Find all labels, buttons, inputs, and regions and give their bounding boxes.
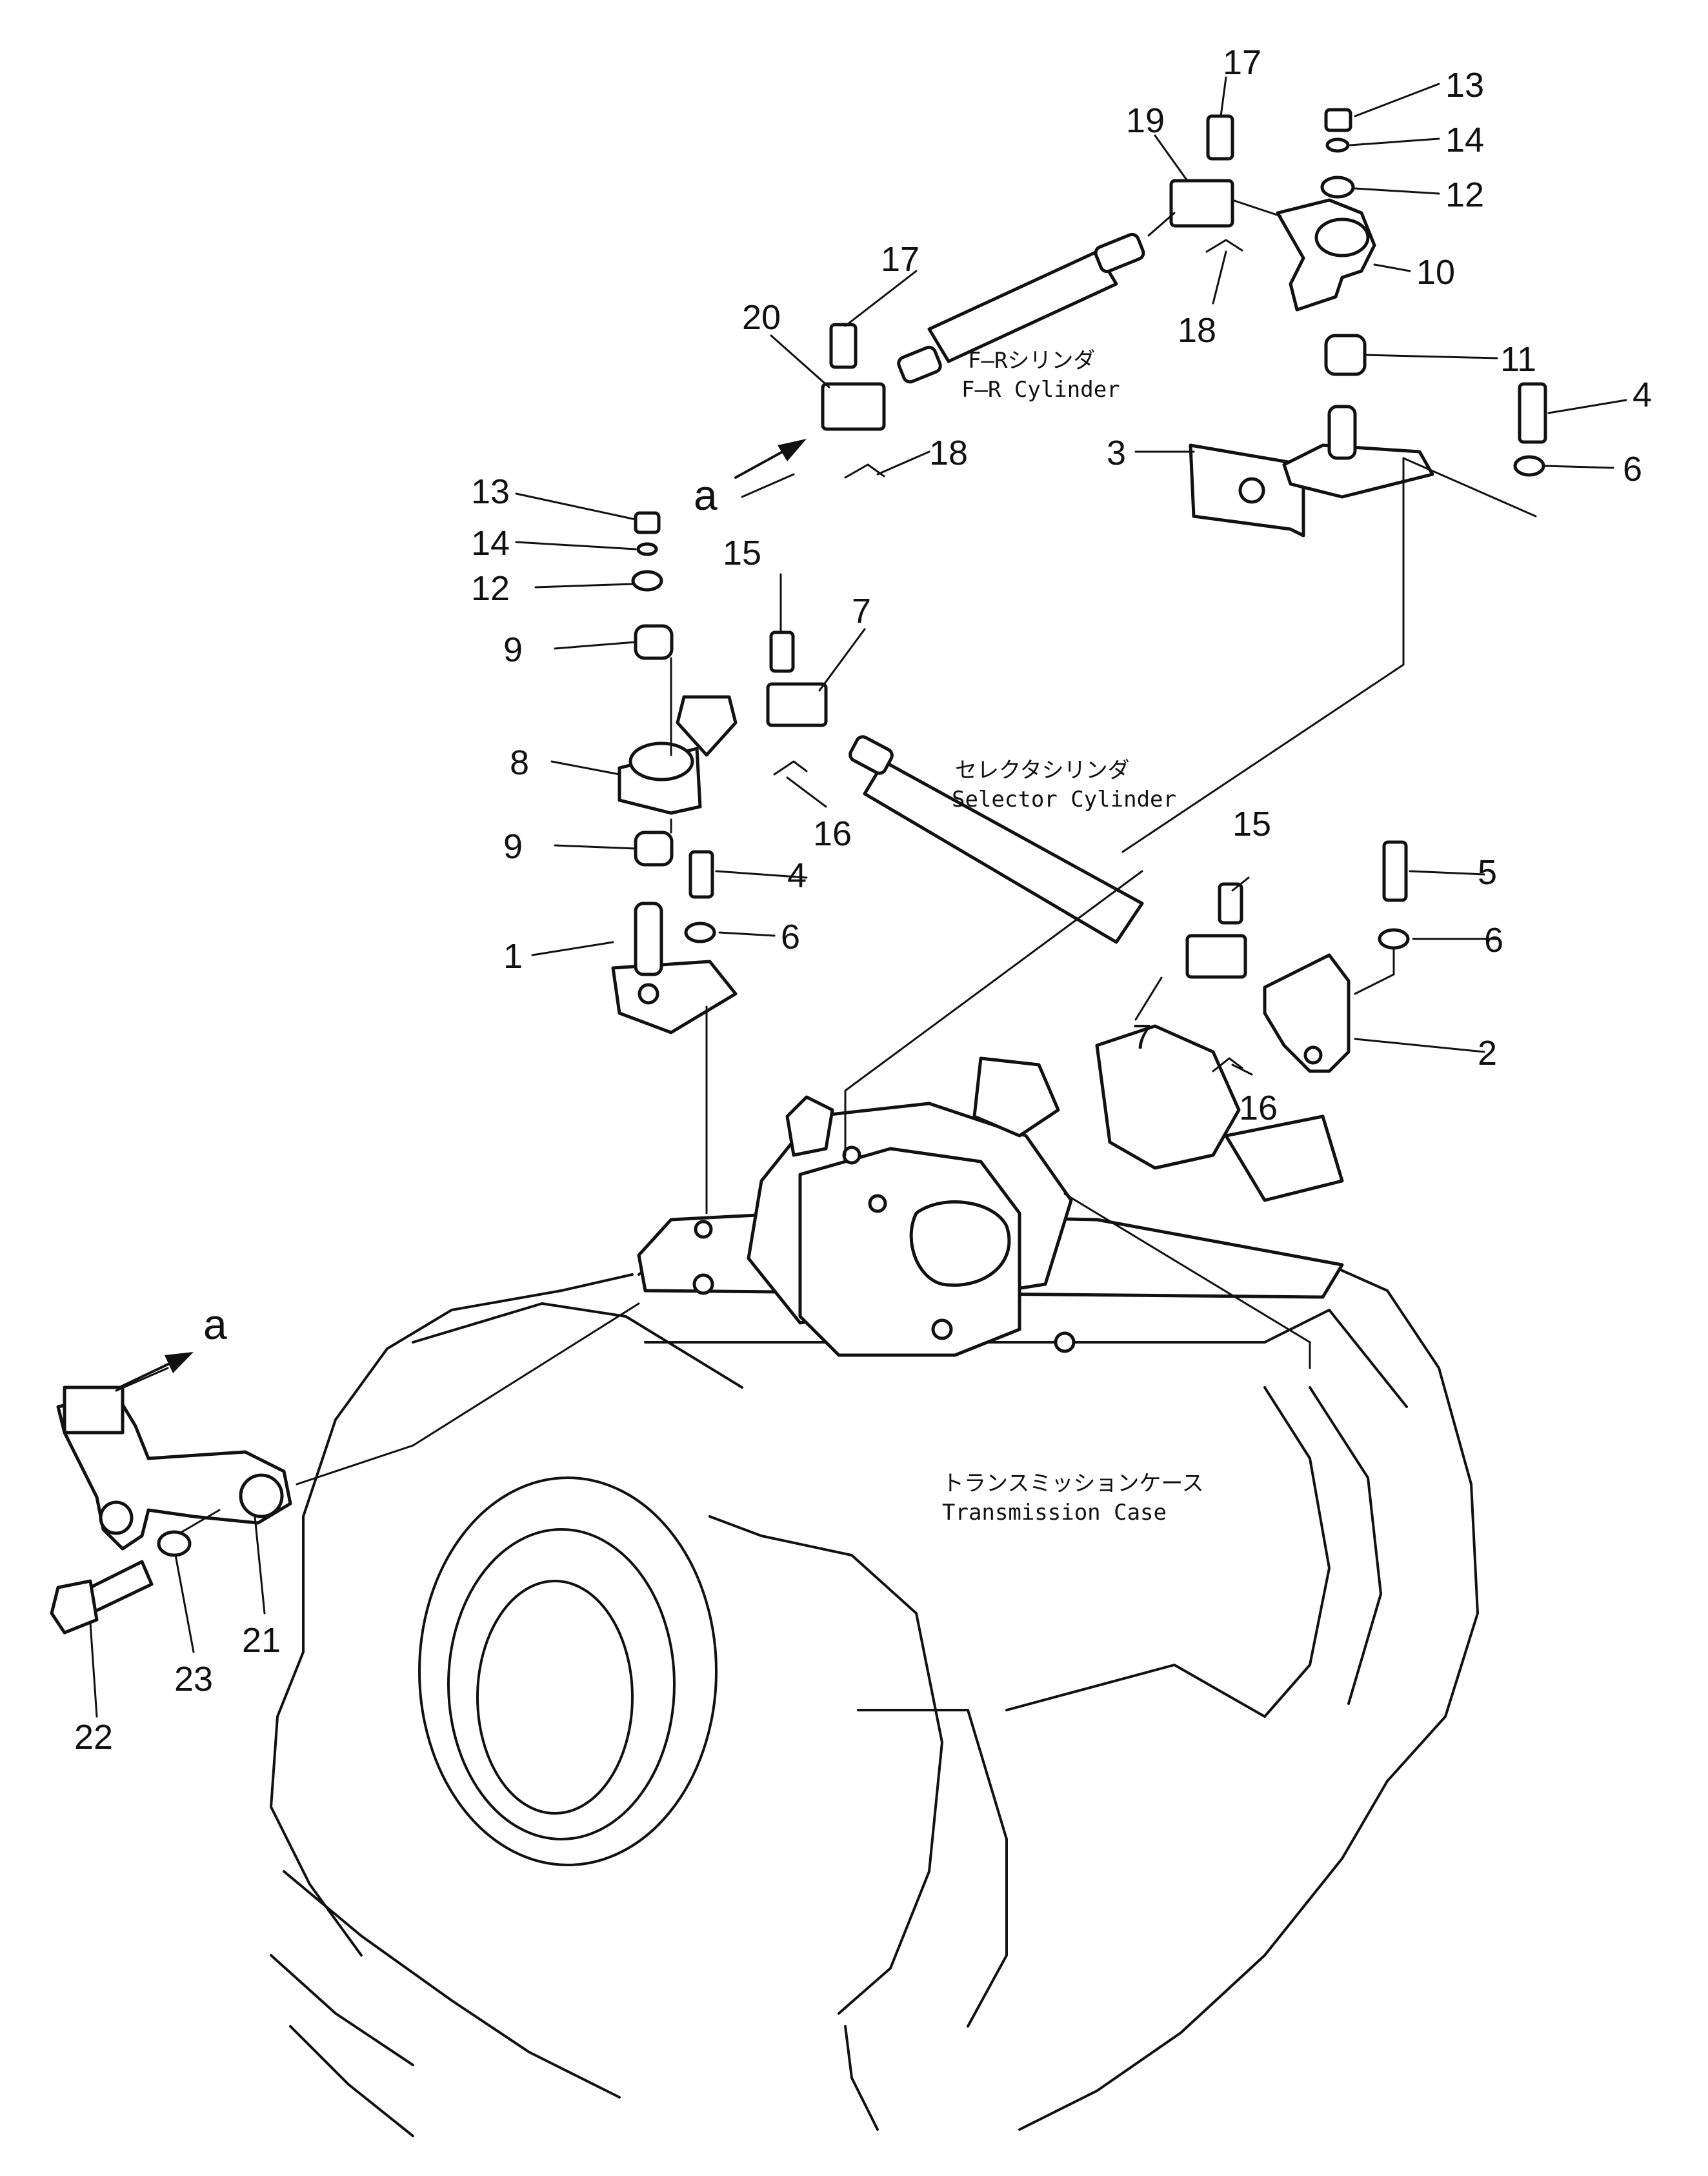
callout-13-left: 13	[471, 472, 510, 511]
cotter-pin-18-left	[844, 463, 885, 479]
fr-cylinder-caption-en: F—R Cylinder	[961, 377, 1120, 403]
bolt-4-lower	[688, 850, 714, 899]
callout-14-left: 14	[471, 524, 510, 563]
callout-17-left: 17	[881, 240, 919, 279]
bushing-9-upper	[634, 624, 674, 660]
callout-6-upper: 6	[1623, 450, 1642, 489]
callout-16-right: 16	[1239, 1089, 1278, 1127]
callout-9-upper: 9	[503, 630, 523, 669]
transmission-case-caption-jp: トランスミッションケース	[942, 1471, 1204, 1496]
callout-14-right: 14	[1445, 121, 1484, 159]
callout-8: 8	[510, 743, 529, 782]
callout-4-upper: 4	[1633, 376, 1652, 414]
selector-cylinder-caption-jp: セレクタシリンダ	[955, 758, 1130, 783]
callout-19: 19	[1126, 101, 1165, 140]
pin-15-right	[1218, 882, 1243, 925]
transmission-case-caption-en: Transmission Case	[942, 1500, 1167, 1526]
callout-7-left: 7	[852, 592, 871, 630]
callout-15-left: 15	[723, 534, 761, 572]
callout-22: 22	[74, 1718, 113, 1757]
snap-ring-6-right	[1378, 928, 1410, 950]
leader-lines	[89, 76, 1627, 1718]
clevis-20	[821, 382, 886, 431]
cotter-pin-16-left	[773, 760, 808, 776]
bushing-9-lower	[634, 831, 674, 867]
callout-3: 3	[1107, 434, 1126, 472]
view-arrow-lower	[118, 1352, 194, 1389]
valve-body	[637, 1024, 1344, 1357]
clevis-7-left	[766, 682, 828, 727]
fr-cylinder-caption-jp: F—Rシリンダ	[968, 348, 1095, 374]
view-label-upper: a	[694, 471, 718, 519]
bracket-3	[1189, 405, 1434, 538]
fr-cylinder	[897, 232, 1145, 384]
snap-ring-6-upper	[1513, 455, 1545, 477]
callout-7-right: 7	[1132, 1018, 1152, 1056]
callout-6-left: 6	[781, 918, 800, 956]
bushing-11	[1324, 334, 1367, 376]
bracket-1	[611, 902, 738, 1034]
cotter-pin-16-right	[1212, 1057, 1243, 1073]
bracket-2	[1263, 953, 1351, 1073]
transmission-case	[270, 1264, 1479, 2137]
callout-4-lower: 4	[787, 856, 807, 895]
assembly-guide-lines	[115, 199, 1537, 1534]
callout-5: 5	[1478, 853, 1497, 892]
callout-9-lower: 9	[503, 827, 523, 866]
view-label-lower: a	[203, 1300, 227, 1348]
washer-23	[157, 1530, 192, 1557]
washer-14-left	[636, 542, 658, 556]
callout-1: 1	[503, 937, 523, 976]
callout-13-right: 13	[1445, 66, 1484, 105]
callout-12-right: 12	[1445, 176, 1484, 214]
bolt-5	[1382, 840, 1408, 902]
callout-2: 2	[1478, 1034, 1497, 1073]
clevis-7-right	[1185, 934, 1247, 979]
callout-20: 20	[742, 298, 781, 337]
callout-23: 23	[174, 1660, 213, 1698]
bolt-22	[50, 1560, 154, 1635]
callout-16-left: 16	[813, 814, 852, 853]
callout-6-right: 6	[1484, 921, 1503, 960]
lever-8	[618, 695, 738, 815]
callout-12-left: 12	[471, 569, 510, 608]
cotter-pin-18-right	[1205, 239, 1243, 253]
callout-18-left: 18	[929, 434, 968, 472]
view-arrow-upper	[734, 439, 807, 479]
pin-17-right	[1206, 114, 1234, 161]
nut-13-left	[634, 511, 661, 534]
lever-21	[56, 1385, 292, 1551]
pin-15-left	[769, 630, 795, 673]
nut-13-right	[1324, 108, 1352, 132]
washer-14-right	[1325, 137, 1350, 153]
callout-11: 11	[1500, 340, 1536, 379]
callout-10: 10	[1416, 253, 1455, 292]
pin-17-left	[829, 323, 858, 369]
bolt-4-upper	[1518, 382, 1547, 444]
selector-cylinder	[849, 735, 1144, 944]
callout-18-right: 18	[1178, 311, 1216, 350]
lever-10	[1276, 198, 1376, 312]
snap-ring-6-left	[684, 922, 716, 943]
clevis-19	[1169, 179, 1234, 228]
callout-15-right: 15	[1232, 805, 1271, 843]
washer-12-right	[1320, 176, 1355, 199]
callout-17-right: 17	[1223, 43, 1261, 82]
selector-cylinder-caption-en: Selector Cylinder	[952, 787, 1176, 812]
callout-21: 21	[242, 1621, 281, 1660]
washer-12-left	[631, 570, 663, 592]
